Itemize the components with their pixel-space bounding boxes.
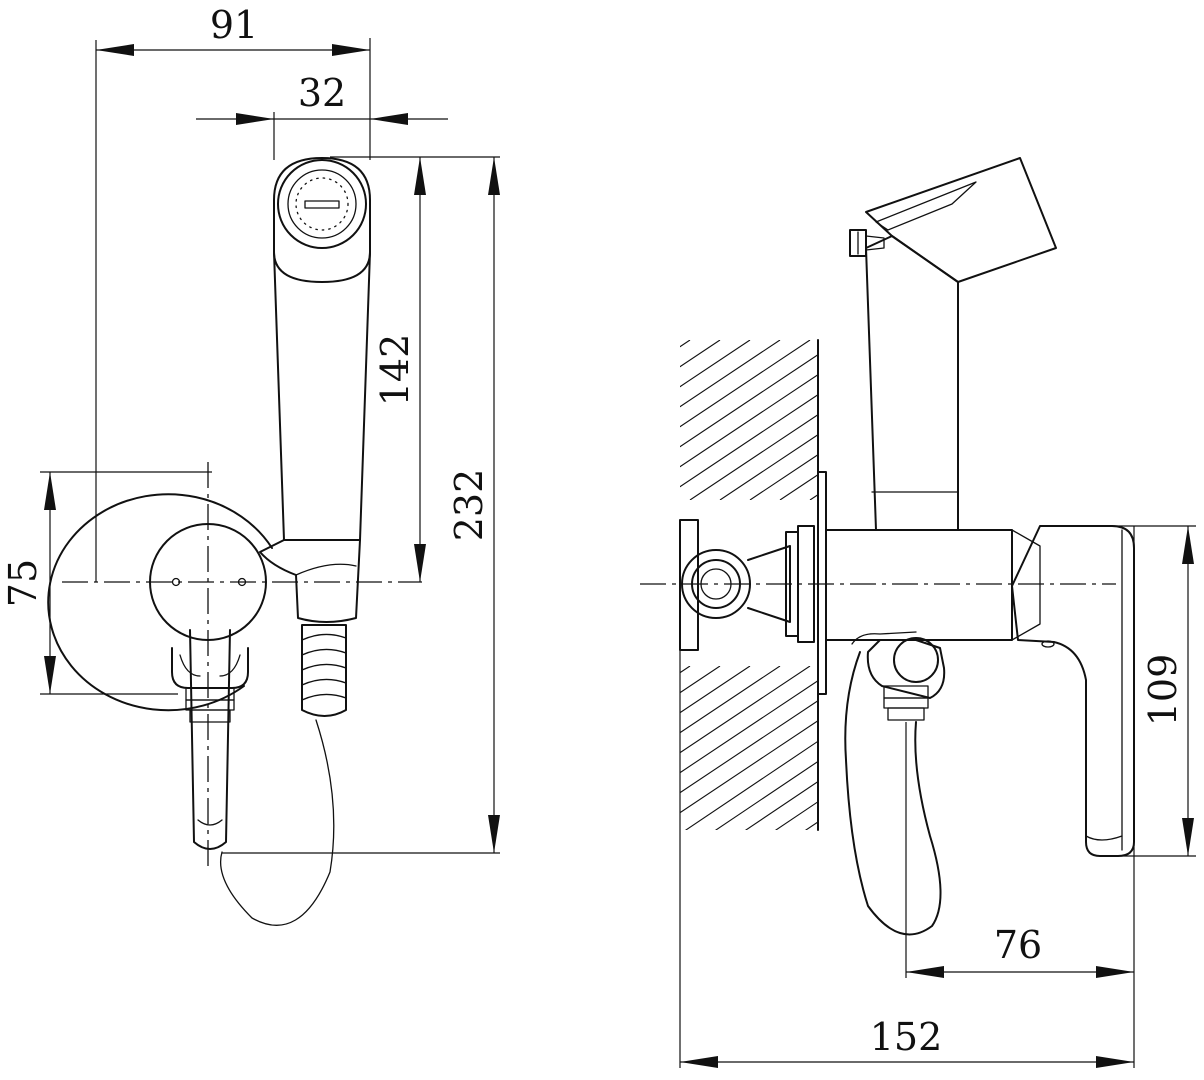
dimension-152-label: 152 <box>870 1015 943 1059</box>
side-mount-plate <box>679 519 699 651</box>
dimension-91-label: 91 <box>210 3 258 47</box>
side-shower-head <box>865 157 1057 283</box>
dimension-109-label: 109 <box>1141 654 1185 727</box>
front-shower-body <box>273 251 371 541</box>
front-flange <box>47 493 273 712</box>
side-view: 109 76 152 <box>640 157 1196 1068</box>
front-lever <box>189 629 231 850</box>
front-outlet <box>171 647 249 689</box>
dimension-76: 76 <box>906 923 1134 978</box>
dimension-152: 152 <box>680 1015 1134 1068</box>
dimension-32-label: 32 <box>298 71 346 115</box>
side-flange <box>817 471 827 695</box>
dimension-109: 109 <box>1141 526 1194 856</box>
front-spray-slot <box>304 200 340 209</box>
front-holder <box>259 539 361 623</box>
dimension-75: 75 <box>1 472 56 694</box>
dimension-142-label: 142 <box>373 334 417 407</box>
dimension-75-label: 75 <box>1 559 45 607</box>
wall-section-upper <box>680 340 818 500</box>
side-outlet <box>866 639 946 699</box>
side-body <box>825 529 1013 641</box>
dimension-232: 232 <box>447 157 500 853</box>
dimension-32: 32 <box>196 71 448 125</box>
wall-section-lower <box>680 666 818 830</box>
side-shower-body <box>865 235 959 531</box>
dimension-91: 91 <box>96 3 370 56</box>
front-hose <box>301 624 347 717</box>
front-shower-head <box>273 157 371 283</box>
side-lever <box>1011 525 1135 857</box>
dimension-232-label: 232 <box>447 469 491 542</box>
front-spray-face-outer <box>277 159 367 249</box>
dimension-76-label: 76 <box>994 923 1042 967</box>
dimension-142: 142 <box>373 157 426 582</box>
front-view: 91 32 142 232 75 <box>1 3 500 926</box>
side-hose <box>844 651 942 936</box>
